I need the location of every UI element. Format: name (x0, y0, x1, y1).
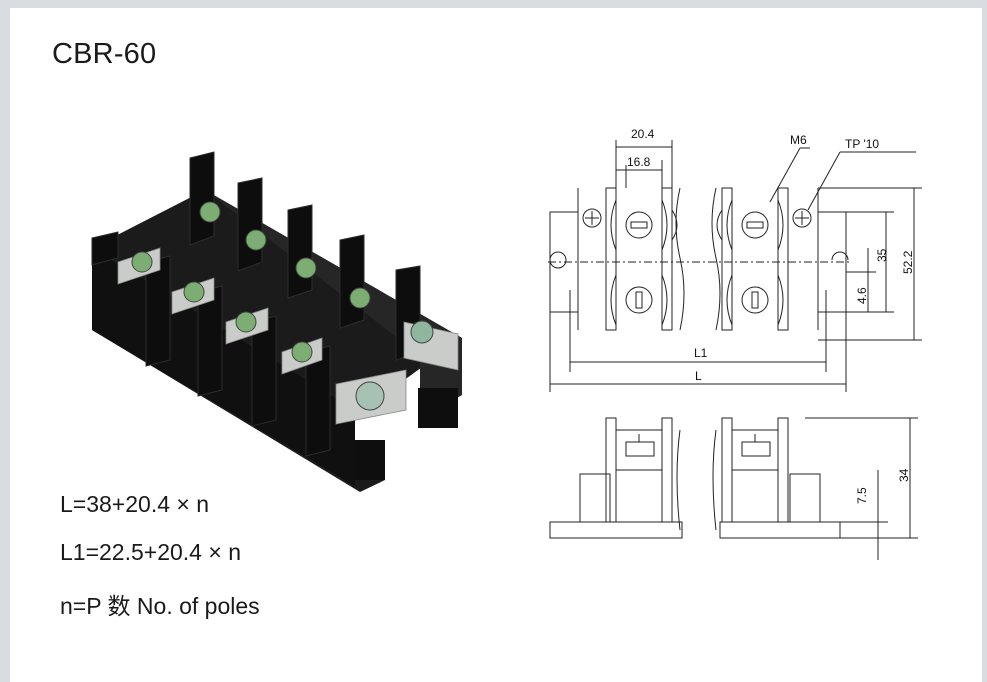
dim-l1: L1 (694, 346, 708, 360)
dim-inner: 16.8 (627, 155, 651, 169)
dim-l: L (695, 369, 702, 383)
product-illustration (91, 151, 462, 492)
dim-tp: TP '10 (845, 137, 879, 151)
technical-drawing: 20.4 16.8 M6 TP '10 L1 L 35 52.2 4.6 34 … (548, 127, 922, 560)
drawing-sheet: CBR-60 (10, 8, 982, 682)
formula-l: L=38+20.4 × n (60, 491, 210, 517)
dim-pitch: 20.4 (631, 127, 655, 141)
mounting-foot (355, 440, 385, 480)
screw-heads (131, 201, 434, 411)
dim-7-5: 7.5 (855, 487, 869, 504)
dim-52-2: 52.2 (901, 250, 915, 274)
terminal-block-base (92, 190, 462, 492)
dim-35: 35 (875, 248, 889, 262)
formula-l1: L1=22.5+20.4 × n (60, 539, 241, 565)
formula-poles: n=P 数 No. of poles (60, 593, 260, 619)
dim-4-6: 4.6 (855, 287, 869, 304)
page-title: CBR-60 (52, 38, 157, 70)
dim-34: 34 (897, 468, 911, 482)
barrier-walls (91, 151, 421, 457)
side-view (549, 417, 918, 560)
dim-screw-size: M6 (790, 133, 807, 147)
top-view (548, 140, 922, 392)
